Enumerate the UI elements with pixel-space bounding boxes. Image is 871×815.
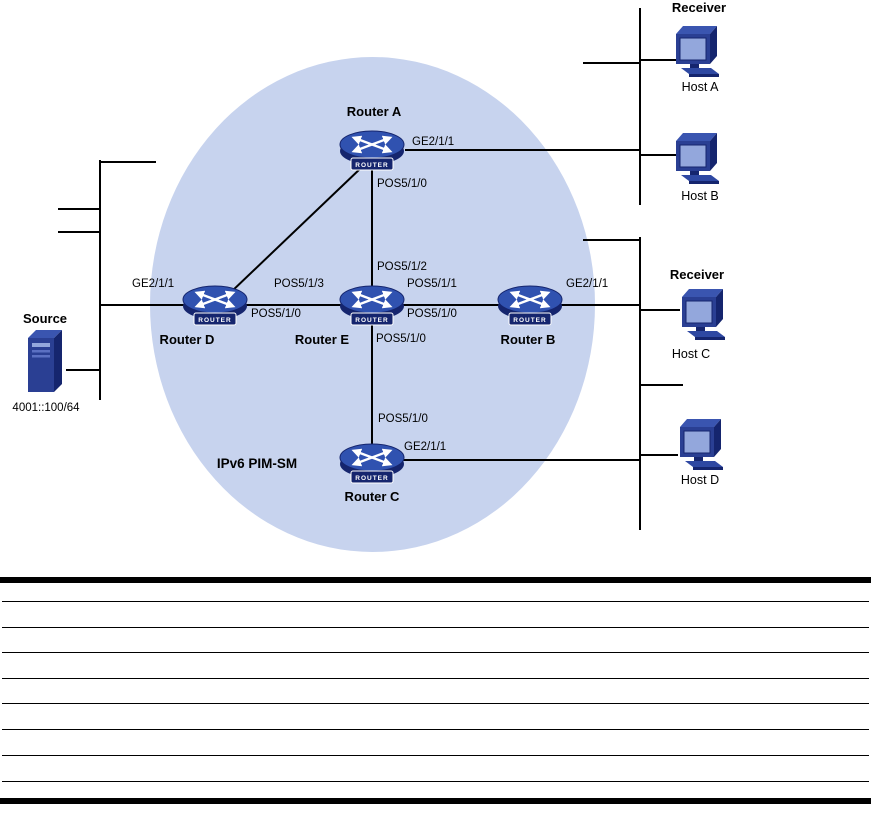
router-d-icon: ROUTER [182, 282, 248, 333]
source-address: 4001::100/64 [12, 402, 80, 414]
router-icon-text: ROUTER [355, 475, 388, 482]
interface-label-routerE-to-routerD: POS5/1/3 [274, 278, 324, 290]
router-icon-text: ROUTER [198, 317, 231, 324]
table-rule [2, 729, 869, 730]
router-d-name: Router D [159, 332, 215, 347]
interface-label-routerE-to-routerB: POS5/1/1 [407, 278, 457, 290]
router-a-name: Router A [346, 104, 402, 119]
host-c-name: Host C [671, 347, 711, 361]
table-rule [2, 703, 869, 704]
router-e-icon: ROUTER [339, 282, 405, 333]
interface-label-routerB-to-routerE: POS5/1/0 [407, 308, 457, 320]
router-b-icon: ROUTER [497, 282, 563, 333]
interface-label-routerB-lan: GE2/1/1 [566, 278, 609, 290]
table-rule [2, 678, 869, 679]
router-icon-text: ROUTER [355, 162, 388, 169]
interface-label-routerA-lan: GE2/1/1 [412, 136, 455, 148]
router-e-name: Router E [294, 332, 350, 347]
interface-label-routerC-to-routerE: POS5/1/0 [378, 413, 428, 425]
table-border-top [0, 577, 871, 583]
receiver-label-top: Receiver [671, 0, 727, 15]
router-icon-text: ROUTER [355, 317, 388, 324]
host-a-icon [671, 22, 723, 83]
host-c-icon [677, 285, 729, 346]
router-c-name: Router C [344, 489, 400, 504]
table-rule [2, 755, 869, 756]
host-b-icon [671, 129, 723, 190]
interface-label-routerE-to-routerA: POS5/1/2 [377, 261, 427, 273]
interface-label-routerE-to-routerC: POS5/1/0 [376, 333, 426, 345]
host-b-name: Host B [681, 189, 719, 203]
router-icon-text: ROUTER [513, 317, 546, 324]
receiver-label-middle: Receiver [669, 267, 725, 282]
source-server-icon [20, 328, 70, 401]
table-border-bottom [0, 798, 871, 804]
pim-sm-domain-label: IPv6 PIM-SM [216, 456, 298, 471]
host-d-icon [675, 415, 727, 476]
host-a-name: Host A [681, 80, 719, 94]
table-rule [2, 652, 869, 653]
router-b-name: Router B [500, 332, 556, 347]
table-rule [2, 627, 869, 628]
table-rule [2, 781, 869, 782]
source-label: Source [22, 311, 68, 326]
router-a-icon: ROUTER [339, 127, 405, 178]
interface-label-routerD-to-routerE: POS5/1/0 [251, 308, 301, 320]
interface-label-routerD-lan: GE2/1/1 [132, 278, 175, 290]
interface-label-routerA-to-routerE: POS5/1/0 [377, 178, 427, 190]
interface-label-routerC-lan: GE2/1/1 [404, 441, 447, 453]
table-rule [2, 601, 869, 602]
router-c-icon: ROUTER [339, 440, 405, 491]
host-d-name: Host D [680, 473, 720, 487]
